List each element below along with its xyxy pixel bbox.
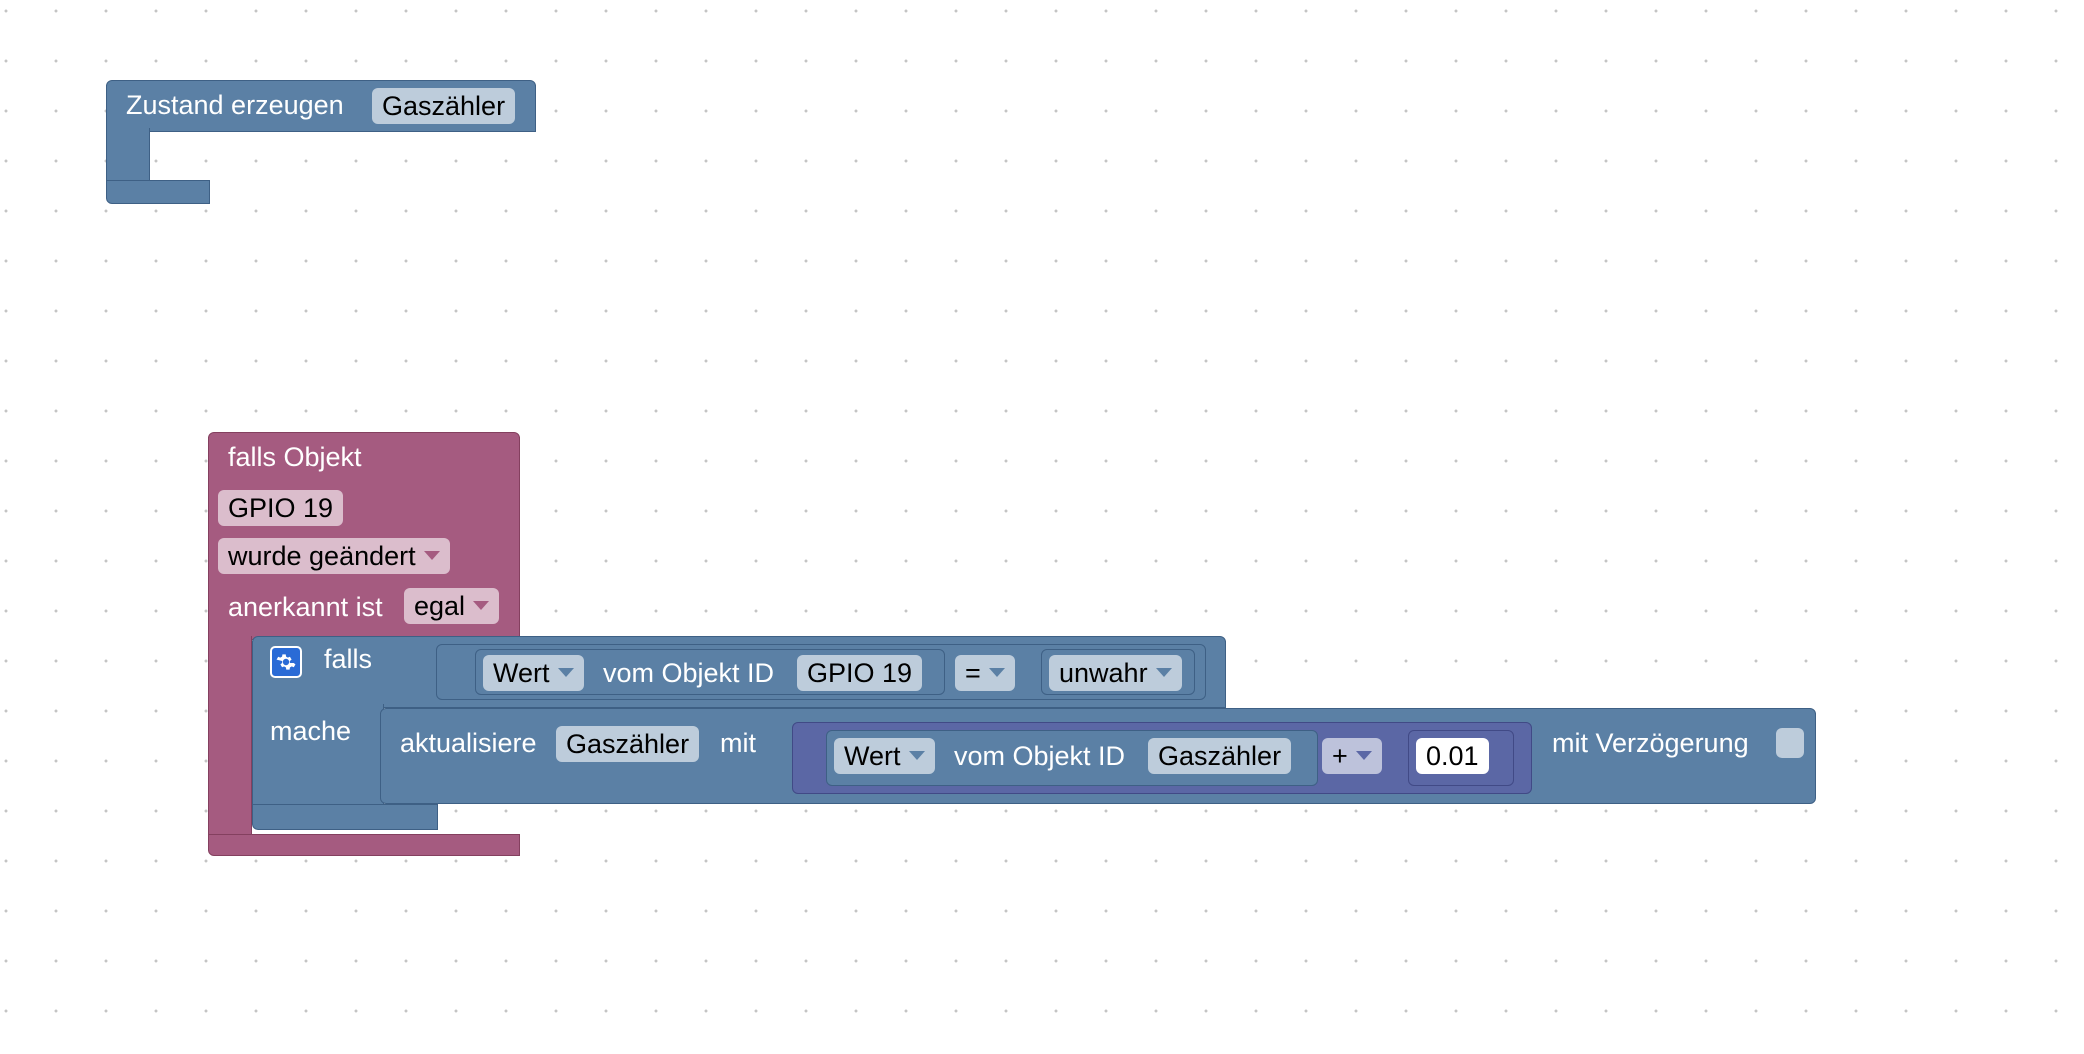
condition-operator-value: = bbox=[965, 658, 981, 688]
condition-right-dropdown[interactable]: unwahr bbox=[1049, 655, 1182, 691]
mutator-gear-icon[interactable] bbox=[270, 646, 302, 678]
ack-value: egal bbox=[414, 591, 466, 621]
condition-right-block[interactable] bbox=[1041, 649, 1195, 695]
ack-dropdown[interactable]: egal bbox=[404, 588, 500, 624]
trigger-event-value: wurde geändert bbox=[228, 541, 416, 571]
dropdown-arrow-icon bbox=[557, 668, 574, 678]
math-left-dropdown[interactable]: Wert bbox=[834, 738, 935, 774]
dropdown-arrow-icon bbox=[1355, 751, 1372, 761]
update-with-label: mit bbox=[720, 728, 756, 758]
trigger-event-dropdown[interactable]: wurde geändert bbox=[218, 538, 450, 574]
condition-compare-block[interactable]: Wert vom Objekt ID GPIO 19 = unwahr bbox=[436, 644, 1206, 700]
condition-value-block[interactable] bbox=[475, 649, 945, 695]
trigger-object-field[interactable]: GPIO 19 bbox=[218, 490, 344, 526]
math-operator-value: + bbox=[1332, 741, 1348, 771]
create-state-block-bottom bbox=[106, 180, 210, 204]
delay-label: mit Verzögerung bbox=[1552, 728, 1749, 758]
dropdown-arrow-icon bbox=[473, 601, 490, 611]
create-state-label: Zustand erzeugen bbox=[126, 90, 344, 120]
if-block-arm bbox=[252, 704, 384, 808]
update-target-field[interactable]: Gaszähler bbox=[556, 726, 700, 762]
dropdown-arrow-icon bbox=[988, 668, 1005, 678]
do-label: mache bbox=[270, 716, 352, 746]
if-block-bottom bbox=[252, 804, 438, 830]
math-left-label: vom Objekt ID bbox=[954, 741, 1126, 771]
math-left-value: Wert bbox=[844, 741, 901, 771]
condition-left-object[interactable]: GPIO 19 bbox=[797, 655, 923, 691]
math-number-field[interactable]: 0.01 bbox=[1416, 738, 1489, 774]
condition-left-dropdown[interactable]: Wert bbox=[483, 655, 584, 691]
ack-label: anerkannt ist bbox=[228, 592, 383, 622]
condition-right-value: unwahr bbox=[1059, 658, 1148, 688]
state-name-field[interactable]: Gaszähler bbox=[372, 88, 516, 124]
condition-left-value: Wert bbox=[493, 658, 550, 688]
condition-left-label: vom Objekt ID bbox=[603, 658, 775, 688]
dropdown-arrow-icon bbox=[1155, 668, 1172, 678]
if-label: falls bbox=[324, 644, 373, 674]
dropdown-arrow-icon bbox=[908, 751, 925, 761]
create-state-block-arm bbox=[106, 128, 150, 188]
trigger-label: falls Objekt bbox=[228, 442, 362, 472]
trigger-block-bottom bbox=[208, 834, 520, 856]
update-label: aktualisiere bbox=[400, 728, 537, 758]
trigger-block-arm bbox=[208, 636, 252, 842]
dropdown-arrow-icon bbox=[423, 551, 440, 561]
condition-operator-dropdown[interactable]: = bbox=[955, 655, 1015, 691]
delay-checkbox[interactable] bbox=[1776, 728, 1804, 758]
math-operator-dropdown[interactable]: + bbox=[1322, 738, 1382, 774]
math-left-object[interactable]: Gaszähler bbox=[1148, 738, 1292, 774]
